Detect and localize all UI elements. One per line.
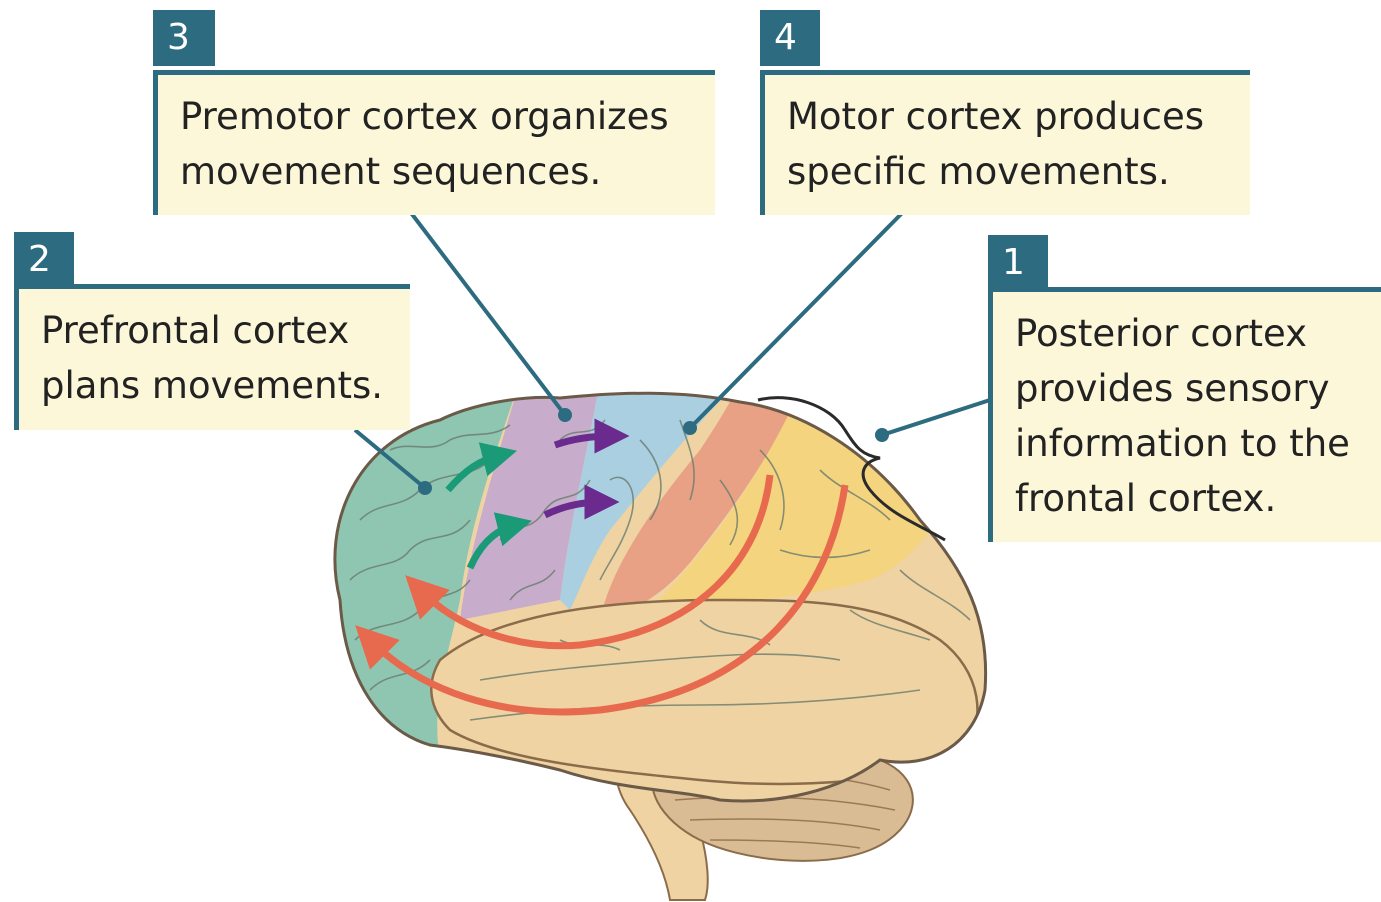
callout-line: Posterior cortex: [1015, 306, 1381, 361]
leader-line-3: [405, 205, 565, 415]
callout-text-box: Premotor cortex organizes movement seque…: [153, 70, 715, 215]
callout-line: movement sequences.: [180, 144, 715, 199]
callout-number: 1: [988, 235, 1048, 291]
leader-line-1: [882, 400, 990, 435]
callout-line: Motor cortex produces: [787, 89, 1250, 144]
callout-number: 2: [14, 232, 74, 288]
callout-text-box: Motor cortex produces specific movements…: [760, 70, 1250, 215]
callout-line: information to the: [1015, 416, 1381, 471]
callout-line: Premotor cortex organizes: [180, 89, 715, 144]
callout-line: frontal cortex.: [1015, 471, 1381, 526]
callout-line: plans movements.: [41, 358, 410, 413]
callout-line: specific movements.: [787, 144, 1250, 199]
callout-line: Prefrontal cortex: [41, 303, 410, 358]
callout-text-box: Prefrontal cortex plans movements.: [14, 284, 410, 430]
callout-line: provides sensory: [1015, 361, 1381, 416]
callout-number: 3: [153, 10, 215, 66]
callout-number: 4: [760, 10, 820, 66]
leader-line-4: [690, 205, 910, 428]
callout-text-box: Posterior cortex provides sensory inform…: [988, 287, 1381, 542]
